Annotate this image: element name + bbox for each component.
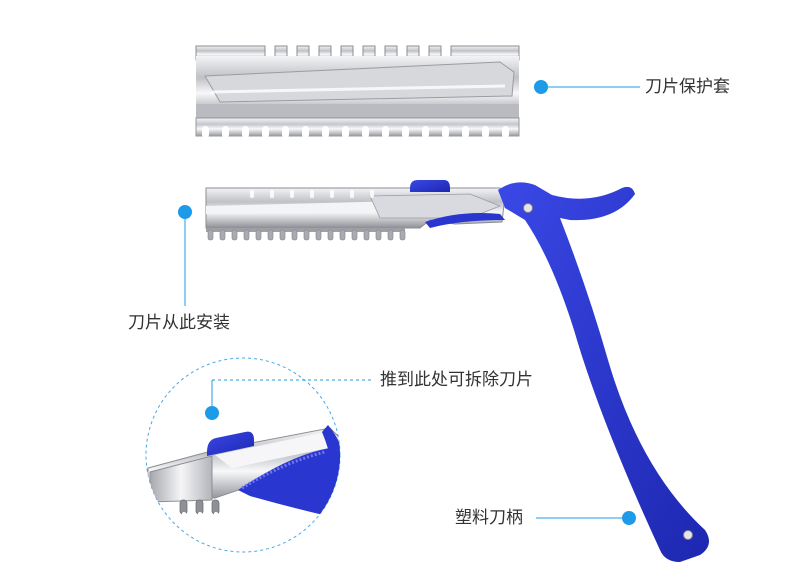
label-blade-guard: 刀片保护套 [645,77,730,96]
label-push-remove: 推到此处可拆除刀片 [380,370,533,389]
label-plastic-handle: 塑料刀柄 [455,508,523,527]
blade-guard-image [195,45,520,138]
callout-push-remove [205,379,372,420]
callout-blade-guard [534,80,640,94]
callout-plastic-handle [536,511,636,525]
zoom-detail [145,357,341,553]
razor-image [205,180,709,562]
callout-blade-install [178,205,192,306]
label-blade-install: 刀片从此安装 [128,313,230,332]
